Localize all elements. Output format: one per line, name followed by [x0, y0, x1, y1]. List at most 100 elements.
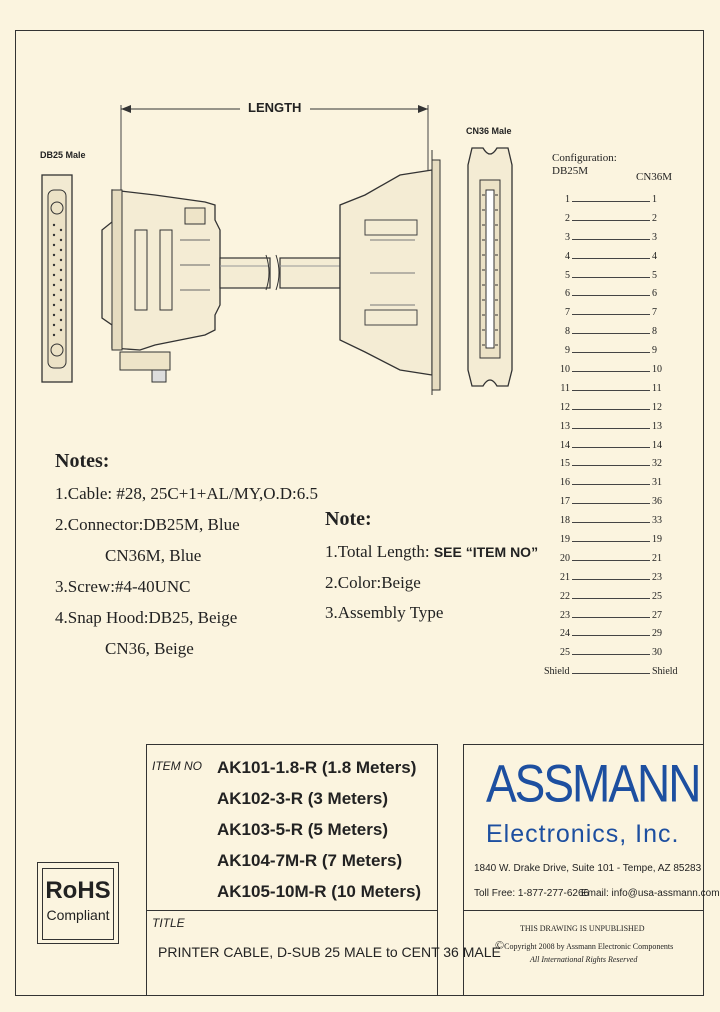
pin-row: 21 23	[552, 569, 682, 588]
rights-text: All International Rights Reserved	[530, 955, 638, 964]
pin-wire	[572, 238, 650, 240]
item-box	[146, 744, 437, 910]
pin-wire	[572, 219, 650, 221]
pin-left: 16	[560, 477, 570, 489]
pin-left: 6	[565, 288, 570, 300]
company-address: 1840 W. Drake Drive, Suite 101 - Tempe, …	[474, 863, 702, 874]
company-tollfree: Toll Free: 1-877-277-6266	[474, 888, 590, 899]
pin-right: 30	[652, 647, 662, 659]
notes-line-4: 3.Screw:#4-40UNC	[55, 577, 191, 596]
pin-wire	[572, 427, 650, 429]
pin-right: Shield	[652, 666, 678, 678]
pin-wire	[572, 578, 650, 580]
rohs-badge: RoHS Compliant	[42, 868, 114, 940]
pin-row: 13 13	[552, 418, 682, 437]
config-right-header: CN36M	[636, 171, 673, 183]
title-box	[146, 910, 437, 976]
pin-wire	[572, 276, 650, 278]
pin-right: 33	[652, 515, 662, 527]
title-value: PRINTER CABLE, D-SUB 25 MALE to CENT 36 …	[158, 944, 501, 960]
pin-wire	[572, 654, 650, 656]
pin-right: 5	[652, 269, 657, 281]
pin-wire	[572, 522, 650, 524]
cn36-label: CN36 Male	[466, 126, 512, 136]
pin-left: 24	[560, 628, 570, 640]
pin-wire	[572, 673, 650, 675]
drawing-frame	[15, 30, 704, 996]
item-no-label: ITEM NO	[152, 759, 202, 773]
pin-right: 9	[652, 345, 657, 357]
company-divider	[463, 910, 704, 911]
note-line-1-bold: SEE “ITEM NO”	[433, 544, 539, 560]
rohs-outer	[37, 862, 119, 944]
pin-left: 20	[560, 552, 570, 564]
pin-right: 2	[652, 212, 657, 224]
note-title: Note:	[325, 508, 372, 530]
pin-wire	[572, 503, 650, 505]
pin-left: 17	[560, 496, 570, 508]
pin-wire	[572, 257, 650, 259]
pin-wire	[572, 295, 650, 297]
company-email: Email: info@usa-assmann.com	[581, 888, 720, 899]
notes-line-3: CN36M, Blue	[105, 546, 202, 565]
pin-right: 19	[652, 534, 662, 546]
pin-wire	[572, 635, 650, 637]
pin-right: 36	[652, 496, 662, 508]
pin-left: 14	[560, 439, 570, 451]
pin-wire	[572, 408, 650, 410]
pin-left: 1	[565, 194, 570, 205]
copyright-text: Copyright 2008 by Assmann Electronic Com…	[504, 942, 674, 951]
pin-left: 18	[560, 515, 570, 527]
pin-wire	[572, 314, 650, 316]
pin-left: 5	[565, 269, 570, 281]
pin-wire	[572, 616, 650, 618]
pin-right: 23	[652, 571, 662, 583]
pin-right: 13	[652, 420, 662, 432]
pin-wire	[572, 597, 650, 599]
pin-left: 2	[565, 212, 570, 224]
pin-right: 21	[652, 552, 662, 564]
pin-left: 21	[560, 571, 570, 583]
item-3: AK103-5-R (5 Meters)	[217, 820, 388, 839]
pin-right: 1	[652, 194, 657, 205]
pin-right: 4	[652, 250, 657, 262]
pin-right: 6	[652, 288, 657, 300]
note-line-3: 3.Assembly Type	[325, 603, 444, 622]
company-left-border	[463, 910, 464, 996]
notes-line-1: 1.Cable: #28, 25C+1+AL/MY,O.D:6.5	[55, 484, 319, 503]
pin-right: 31	[652, 477, 662, 489]
db25-label: DB25 Male	[40, 150, 86, 160]
pin-left: 22	[560, 590, 570, 602]
pin-left: 13	[560, 420, 570, 432]
pin-right: 7	[652, 307, 657, 319]
pin-wire	[572, 541, 650, 543]
cable-drawing	[41, 105, 513, 395]
pin-wire	[572, 201, 650, 202]
divider-vertical	[437, 744, 438, 996]
pin-right: 27	[652, 609, 662, 621]
note-line-1: 1.Total Length: SEE “ITEM NO”	[325, 536, 538, 568]
note-line-1-prefix: 1.Total Length:	[325, 542, 434, 561]
copyright-icon: ©	[495, 938, 505, 952]
company-logo: ASSMANN	[486, 753, 701, 813]
pin-left: 9	[565, 345, 570, 357]
item-1: AK101-1.8-R (1.8 Meters)	[217, 758, 417, 777]
pin-left: 15	[560, 458, 570, 470]
rohs-small: Compliant	[46, 907, 110, 923]
pin-wire	[572, 446, 650, 448]
length-label: LENGTH	[248, 100, 302, 115]
notes-line-2: 2.Connector:DB25M, Blue	[55, 515, 240, 534]
pin-right: 3	[652, 231, 657, 243]
item-2: AK102-3-R (3 Meters)	[217, 789, 388, 808]
notes-line-6: CN36, Beige	[105, 639, 194, 658]
